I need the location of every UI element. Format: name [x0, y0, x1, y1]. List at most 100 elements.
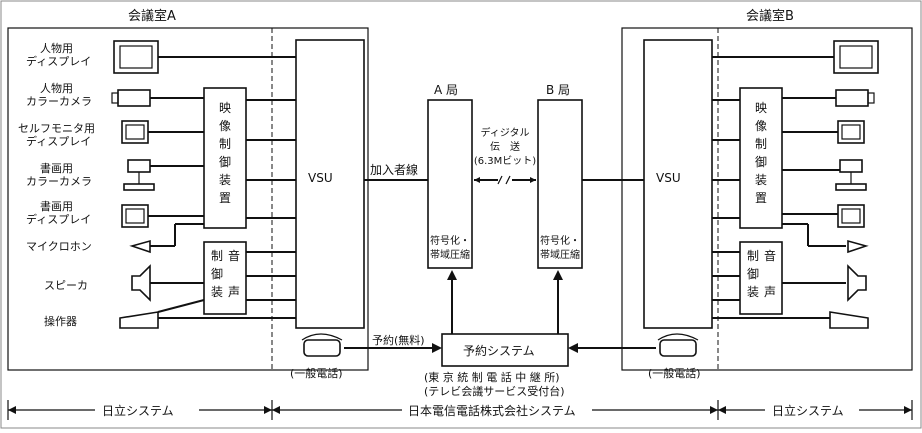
scope-hitachi-left: 日立システム [102, 403, 174, 418]
svg-text:伝 送: 伝 送 [490, 140, 520, 153]
svg-text:置: 置 [219, 191, 231, 205]
svg-text:ディジタル: ディジタル [480, 126, 529, 139]
vsu-b [643, 39, 713, 329]
microphone-icon [129, 239, 151, 254]
svg-text:像: 像 [755, 119, 767, 133]
reservation-system-label: 予約システム [463, 343, 535, 358]
doc-camera-icon [127, 159, 151, 173]
label-speaker: スピーカ [44, 279, 88, 292]
phone-a [301, 333, 343, 357]
svg-text:制: 制 [747, 249, 759, 263]
scope-hitachi-right: 日立システム [772, 403, 844, 418]
svg-text:映: 映 [755, 101, 767, 115]
svg-text:装: 装 [747, 285, 759, 299]
codec-b-label-1: 符号化・ [540, 234, 580, 247]
relay-center-label-2: (テレビ会議サービス受付台) [424, 384, 565, 398]
controller-icon [119, 311, 159, 329]
svg-text:御: 御 [219, 154, 231, 169]
telephone-icon [659, 339, 697, 357]
video-control-label-b: 映 像 制 御 装 置 [755, 101, 767, 205]
svg-text:制: 制 [219, 137, 231, 151]
doc-display-icon [837, 204, 865, 228]
svg-text:装: 装 [219, 173, 231, 187]
svg-text:御: 御 [747, 266, 759, 281]
codec-a-label-2: 帯域圧縮 [430, 248, 470, 261]
label-controller: 操作器 [44, 314, 77, 328]
station-b-label: B 局 [546, 83, 570, 97]
station-a-box [427, 99, 473, 269]
svg-text:声: 声 [764, 285, 776, 299]
label-self-monitor-1: セルフモニタ用 [18, 122, 95, 135]
digital-transmission-link [474, 175, 536, 185]
label-person-camera-1: 人物用 [40, 81, 73, 95]
reservation-free-label: 予約(無料) [372, 333, 425, 347]
reservation-arrows [344, 270, 656, 353]
vsu-a [295, 39, 365, 329]
video-control-unit-a [203, 87, 247, 229]
room-a-device-labels: 人物用 ディスプレイ 人物用 カラーカメラ セルフモニタ用 ディスプレイ 書画用… [18, 41, 95, 328]
label-microphone: マイクロホン [26, 240, 92, 253]
svg-text:音: 音 [228, 248, 240, 263]
vsu-b-label: VSU [656, 171, 681, 185]
doc-camera-icon [839, 159, 863, 173]
label-doc-camera-1: 書画用 [40, 161, 73, 175]
speaker-icon [131, 264, 151, 302]
digital-transmission-label: ディジタル 伝 送 (6.3Mビット) [474, 126, 536, 167]
speaker-icon [847, 264, 867, 302]
subscriber-line-label: 加入者線 [370, 162, 418, 177]
label-person-display-1: 人物用 [40, 41, 73, 55]
room-a-boundary [7, 27, 369, 371]
label-person-display-2: ディスプレイ [26, 54, 91, 68]
person-camera-icon [835, 89, 869, 107]
svg-text:置: 置 [755, 191, 767, 205]
room-b-wires [712, 56, 846, 319]
self-monitor-icon [837, 120, 865, 144]
svg-text:制: 制 [211, 249, 223, 263]
audio-control-unit-a [203, 241, 247, 315]
room-b-device-icons [829, 40, 879, 329]
station-b-box [537, 99, 583, 269]
station-a-label: A 局 [434, 83, 458, 97]
relay-center-label-1: (東 京 統 制 電 話 中 継 所) [424, 370, 560, 384]
audio-control-unit-b [739, 241, 783, 315]
svg-text:御: 御 [755, 154, 767, 169]
person-camera-icon [117, 89, 151, 107]
svg-text:声: 声 [228, 285, 240, 299]
svg-text:装: 装 [755, 173, 767, 187]
label-doc-camera-2: カラーカメラ [26, 175, 92, 188]
room-a-wires [148, 56, 296, 319]
reservation-system-box [441, 333, 569, 367]
phone-b [657, 333, 699, 357]
scope-ntt: 日本電信電話株式会社システム [408, 403, 576, 418]
svg-text:装: 装 [211, 285, 223, 299]
label-doc-display-2: ディスプレイ [26, 212, 91, 226]
video-control-label-a: 映 像 制 御 装 置 [219, 101, 231, 205]
label-self-monitor-2: ディスプレイ [26, 134, 91, 148]
room-a-title: 会議室A [128, 8, 176, 24]
codec-a-label-1: 符号化・ [430, 234, 470, 247]
phone-b-label: (一般電話) [648, 366, 701, 380]
svg-text:(6.3Mビット): (6.3Mビット) [474, 155, 536, 167]
label-doc-display-1: 書画用 [40, 199, 73, 213]
svg-text:像: 像 [219, 119, 231, 133]
svg-text:音: 音 [764, 248, 776, 263]
audio-control-label-b: 制 御 装 音 声 [747, 248, 776, 299]
room-a-device-icons [111, 40, 159, 329]
svg-text:制: 制 [755, 137, 767, 151]
telephone-icon [303, 339, 341, 357]
audio-control-label-a: 制 御 装 音 声 [211, 248, 240, 299]
room-b-title: 会議室B [746, 8, 794, 24]
svg-text:映: 映 [219, 101, 231, 115]
video-control-unit-b [739, 87, 783, 229]
controller-icon [829, 311, 869, 329]
system-scope-bar [7, 400, 913, 420]
microphone-icon [847, 239, 869, 254]
room-b-boundary [621, 27, 913, 371]
vsu-a-label: VSU [308, 171, 333, 185]
svg-text:御: 御 [211, 266, 223, 281]
codec-b-label-2: 帯域圧縮 [540, 248, 580, 261]
label-person-camera-2: カラーカメラ [26, 95, 92, 108]
